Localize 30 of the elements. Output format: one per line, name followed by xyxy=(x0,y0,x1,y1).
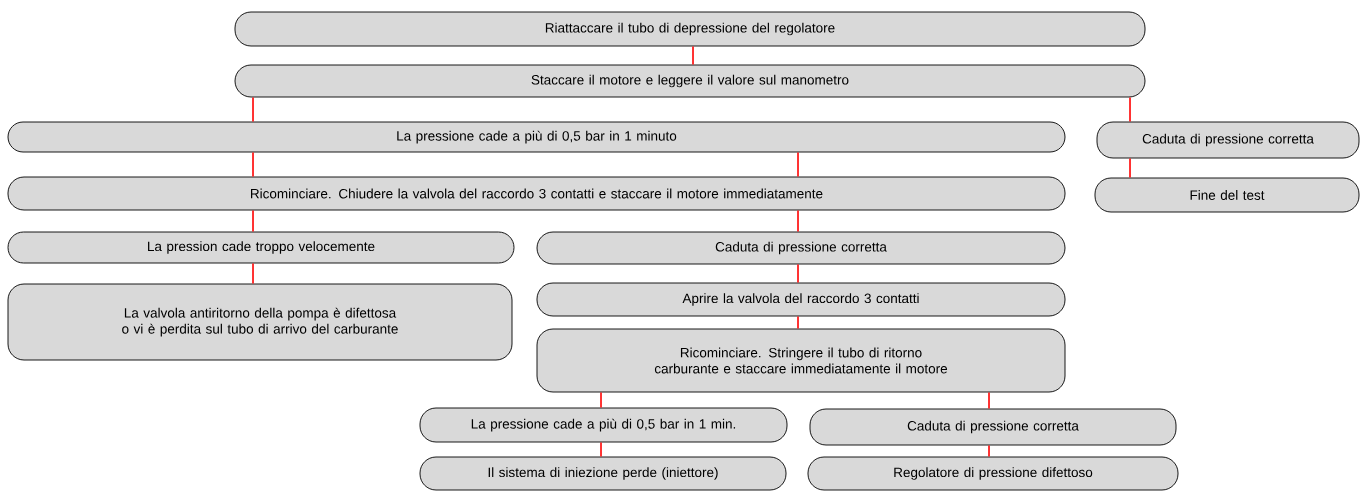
connector-line xyxy=(252,96,254,123)
connector-line xyxy=(797,263,799,284)
process-box: Riattaccare il tubo di depressione del regolatore xyxy=(234,11,1146,47)
connector-line xyxy=(600,441,602,458)
process-box: Regolatore di pressione difettoso xyxy=(807,456,1179,491)
connector-line xyxy=(988,391,990,410)
connector-line xyxy=(600,391,602,409)
process-box: Caduta di pressione corretta xyxy=(536,231,1066,265)
connector-line xyxy=(692,45,694,66)
process-box: Ricominciare. Stringere il tubo di ritorno carburante e staccare immediatamente il motore xyxy=(536,328,1066,393)
connector-line xyxy=(252,209,254,233)
process-box: La valvola antiritorno della pompa è difettosa o vi è perdita sul tubo di arrivo del carburante xyxy=(7,283,513,361)
process-box: Fine del test xyxy=(1094,177,1360,213)
connector-line xyxy=(797,151,799,178)
process-box: Aprire la valvola del raccordo 3 contatti xyxy=(536,282,1066,317)
process-box: La pressione cade a più di 0,5 bar in 1 minuto xyxy=(7,121,1066,153)
connector-line xyxy=(797,315,799,330)
connector-line xyxy=(1129,157,1131,179)
connector-line xyxy=(252,151,254,178)
process-box: La pressione cade a più di 0,5 bar in 1 min. xyxy=(419,407,788,443)
process-box: Caduta di pressione corretta xyxy=(1096,121,1360,159)
connector-line xyxy=(252,262,254,285)
process-box: Caduta di pressione corretta xyxy=(809,408,1177,446)
process-box: Il sistema di iniezione perde (iniettore) xyxy=(419,456,787,491)
connector-line xyxy=(797,209,799,233)
connector-line xyxy=(1129,96,1131,123)
connector-line xyxy=(988,444,990,458)
process-box: Ricominciare. Chiudere la valvola del raccordo 3 contatti e staccare il motore immediatamente xyxy=(7,176,1066,211)
process-box: Staccare il motore e leggere il valore sul manometro xyxy=(234,64,1146,98)
process-box: La pression cade troppo velocemente xyxy=(7,231,515,264)
